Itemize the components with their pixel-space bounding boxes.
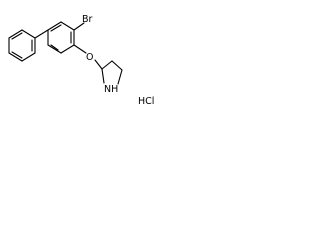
nitrogen-atom-label: NH (104, 84, 118, 95)
carbon-bromine-bond (73, 22, 85, 31)
oxygen-atom-label: O (86, 52, 93, 63)
phenyl-ring (8, 29, 36, 62)
carbon-oxygen-bond (73, 44, 87, 54)
chemical-structure-diagram: Br O NH HCl (8, 14, 154, 107)
central-ring (47, 21, 75, 54)
salt-label: HCl (138, 96, 154, 107)
biaryl-bond (34, 29, 49, 39)
pyrrolidine-ring (101, 60, 123, 85)
bromine-atom-label: Br (82, 14, 93, 25)
oxygen-pyrrolidine-bond (94, 59, 103, 70)
